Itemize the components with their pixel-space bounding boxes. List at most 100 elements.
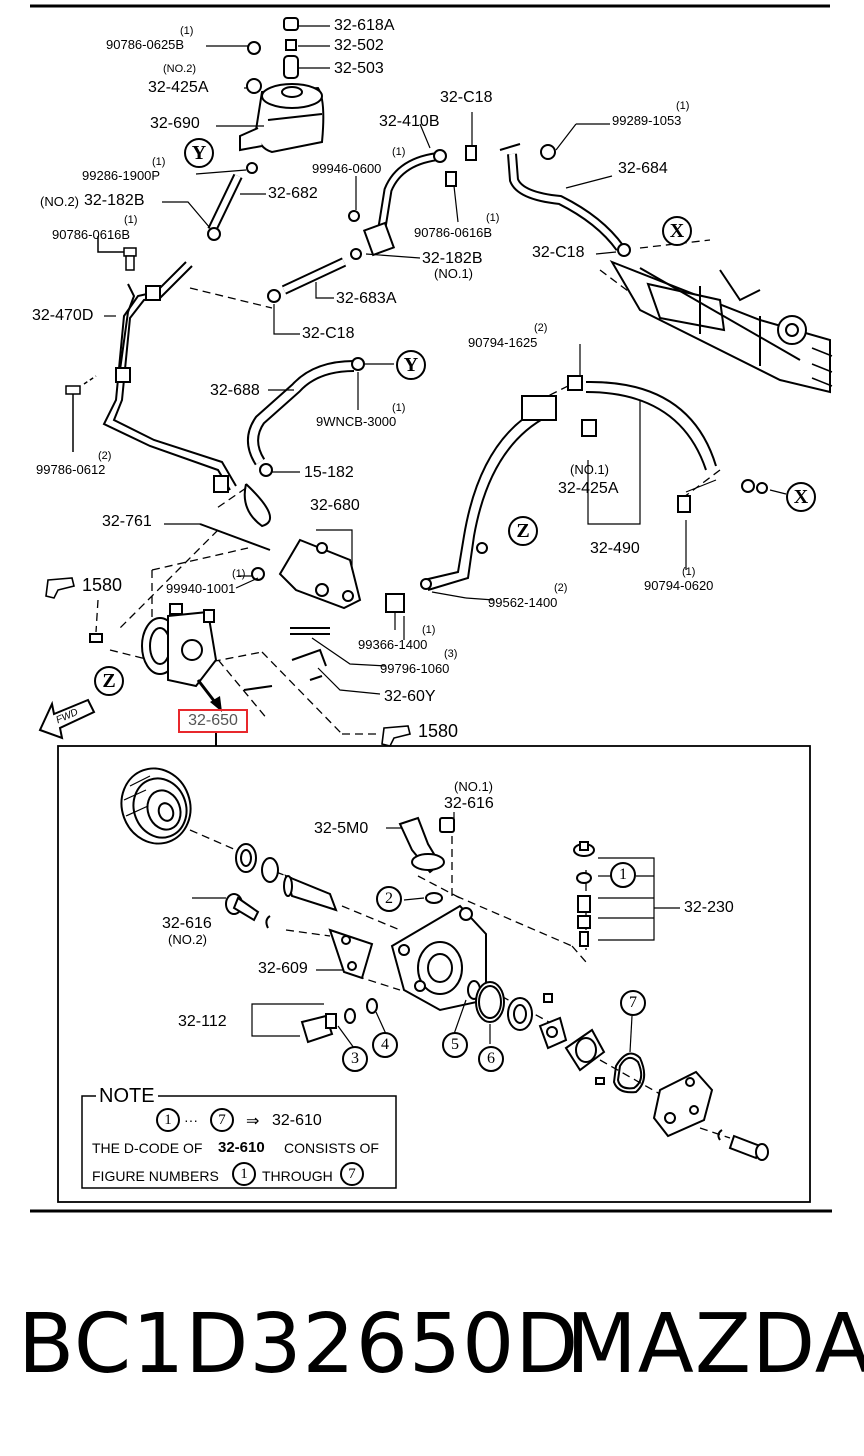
qty-182B-no1: (NO.1) xyxy=(434,266,473,281)
label-9WNCB-3000: 9WNCB-3000 xyxy=(316,414,397,429)
ref-1580-b: 1580 xyxy=(418,721,459,741)
hose-682 xyxy=(162,162,266,241)
label-32-425A-no1: 32-425A xyxy=(558,480,619,497)
bearing-shaft xyxy=(235,843,338,912)
brand-caption: MAZDA xyxy=(566,1297,864,1392)
note-circle-7: 7 xyxy=(210,1108,234,1132)
note-arrow: ⇒ xyxy=(246,1113,260,1130)
label-32-684: 32-684 xyxy=(618,160,668,177)
callout-x-top: X xyxy=(662,216,692,246)
label-32-683A: 32-683A xyxy=(336,290,397,307)
hand-icon-a xyxy=(45,577,75,599)
bolt-0612 xyxy=(65,375,97,452)
label-32-470D: 32-470D xyxy=(32,307,94,324)
note-dots: ··· xyxy=(184,1112,198,1128)
bolt-0616B-left xyxy=(97,236,137,271)
bracket-609 xyxy=(316,928,374,980)
label-99946-0600: 99946-0600 xyxy=(312,161,382,176)
pulley xyxy=(120,767,192,845)
label-99940-1001: 99940-1001 xyxy=(166,581,236,596)
hose-688 xyxy=(243,357,394,528)
label-99796-1060: 99796-1060 xyxy=(380,661,450,676)
hose-410B xyxy=(348,112,477,260)
rear-cover xyxy=(652,1070,769,1161)
label-32-650-highlighted[interactable]: 32-650 xyxy=(178,709,248,733)
label-99366-1400: 99366-1400 xyxy=(358,637,428,652)
label-32-761: 32-761 xyxy=(102,513,152,530)
label-32-5M0: 32-5M0 xyxy=(314,820,369,837)
bolt-616-no2 xyxy=(192,893,271,929)
label-90786-0625B: 90786-0625B xyxy=(106,37,185,52)
hose-683A xyxy=(267,257,347,335)
qty-0620: (1) xyxy=(682,566,696,578)
detail-frame xyxy=(57,745,811,1203)
pipe-470D xyxy=(102,261,237,493)
qty-182B-no2: (NO.2) xyxy=(40,194,79,209)
label-32-230: 32-230 xyxy=(684,899,734,916)
note-line3-pre: FIGURE NUMBERS xyxy=(92,1168,219,1184)
note-line3-mid: THROUGH xyxy=(262,1168,333,1184)
label-32-60Y: 32-60Y xyxy=(384,688,436,705)
note-line2-part: 32-610 xyxy=(218,1139,265,1156)
qty-0612: (2) xyxy=(98,450,112,462)
gasket-7 xyxy=(612,1015,646,1094)
label-32-503: 32-503 xyxy=(334,60,384,77)
label-90786-0616B-left: 90786-0616B xyxy=(52,227,131,242)
label-90794-0620: 90794-0620 xyxy=(644,578,714,593)
note-circle-1: 1 xyxy=(156,1108,180,1132)
part-number-caption: BC1D32650D xyxy=(18,1297,580,1392)
qty-425A-no2: (NO.2) xyxy=(163,63,196,75)
callout-y-top: Y xyxy=(184,138,214,168)
label-32-C18-top: 32-C18 xyxy=(440,89,493,106)
note-title: NOTE xyxy=(96,1085,158,1108)
qty-99366: (1) xyxy=(422,624,436,636)
qty-99562: (2) xyxy=(554,582,568,594)
callout-6: 6 xyxy=(478,1046,504,1072)
label-15-182: 15-182 xyxy=(304,464,354,481)
steering-rack xyxy=(609,260,833,394)
pump-body xyxy=(390,904,487,1012)
label-90794-1625: 90794-1625 xyxy=(468,335,538,350)
sensor-112 xyxy=(251,998,387,1049)
label-32-682: 32-682 xyxy=(268,185,318,202)
control-valve-230 xyxy=(573,841,680,947)
hand-icon-b xyxy=(381,725,411,747)
label-32-C18-low: 32-C18 xyxy=(302,325,355,342)
note-line2-post: CONSISTS OF xyxy=(284,1140,379,1156)
label-32-490: 32-490 xyxy=(590,540,640,557)
note-box xyxy=(81,1095,397,1189)
qty-0625B: (1) xyxy=(180,25,194,37)
fwd-arrow xyxy=(38,698,96,740)
seals-and-rotor xyxy=(453,980,606,1085)
ref-1580-a: 1580 xyxy=(82,575,123,595)
qty-425A-no1: (NO.1) xyxy=(570,462,609,477)
label-32-410B: 32-410B xyxy=(379,113,440,130)
qty-99289: (1) xyxy=(676,100,690,112)
qty-99796: (3) xyxy=(444,648,458,660)
qty-616-no2: (NO.2) xyxy=(168,932,207,947)
qty-0616B-left: (1) xyxy=(124,214,138,226)
qty-616-no1: (NO.1) xyxy=(454,779,493,794)
note-line2-pre: THE D-CODE OF xyxy=(92,1140,203,1156)
callout-5: 5 xyxy=(442,1032,468,1058)
callout-2: 2 xyxy=(376,886,402,912)
callout-z-left: Z xyxy=(94,666,124,696)
qty-99946: (1) xyxy=(392,146,406,158)
qty-0616B-right: (1) xyxy=(486,212,500,224)
callout-3: 3 xyxy=(342,1046,368,1072)
hose-490 xyxy=(420,344,787,601)
label-32-688: 32-688 xyxy=(210,382,260,399)
callout-7: 7 xyxy=(620,990,646,1016)
callout-y-mid: Y xyxy=(396,350,426,380)
callout-x-right: X xyxy=(786,482,816,512)
label-32-616-no2: 32-616 xyxy=(162,915,212,932)
qty-1001: (1) xyxy=(232,568,246,580)
callout-4: 4 xyxy=(372,1032,398,1058)
qty-9WNCB: (1) xyxy=(392,402,406,414)
pump-assembly xyxy=(89,603,330,691)
note-line3-circle-1: 1 xyxy=(232,1162,256,1186)
label-99286-1900P: 99286-1900P xyxy=(82,168,161,183)
label-99562-1400: 99562-1400 xyxy=(488,595,558,610)
fitting-5M0 xyxy=(386,812,455,904)
cap-parts xyxy=(206,17,330,127)
